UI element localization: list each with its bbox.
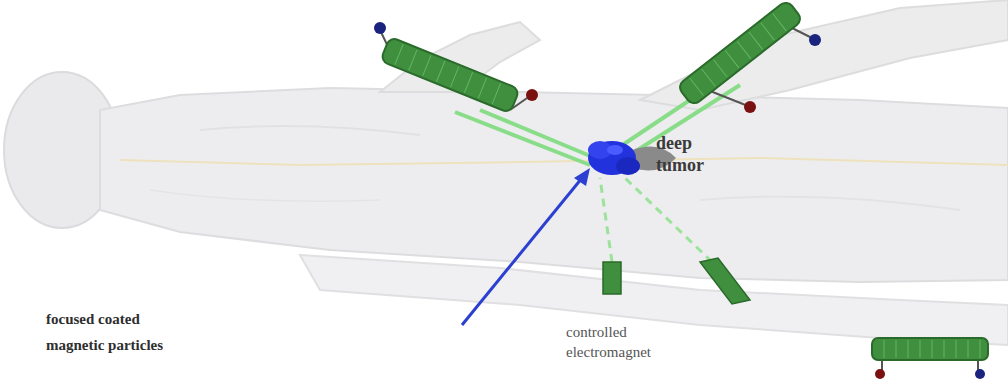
legend-text-holder: controlled electromagnet [566,322,681,362]
electromagnet-symbol [872,338,988,379]
electromagnet [700,258,750,304]
pointer-arrow [462,168,590,325]
tumor-label-holder: deep tumor [656,132,726,176]
electromagnet [677,0,821,113]
electromagnet [603,262,621,294]
tumor-label: deep tumor [656,132,726,176]
legend-text: controlled electromagnet [566,322,681,362]
electromagnet [374,22,538,113]
magnetic-particles [588,141,640,175]
part-label-holder: focused coated magnetic particles [46,306,186,358]
body-silhouette [4,0,1008,345]
part-label: focused coated magnetic particles [46,306,186,358]
